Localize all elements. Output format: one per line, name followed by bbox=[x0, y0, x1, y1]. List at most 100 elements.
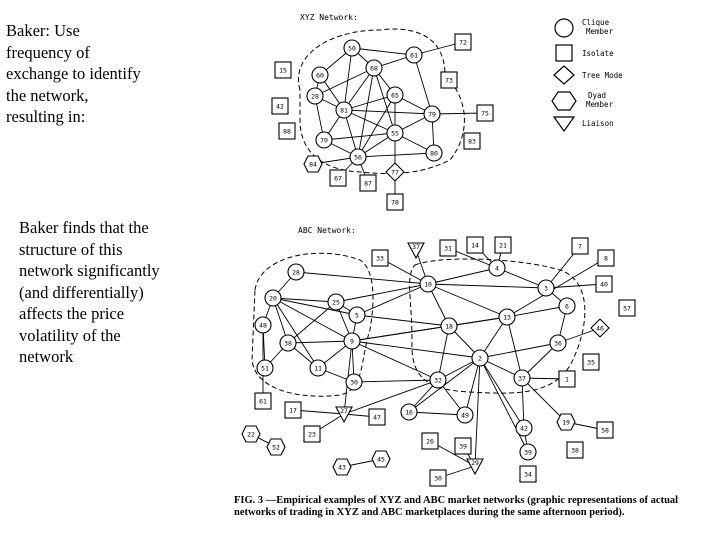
xyz-node-label: 73 bbox=[445, 77, 453, 85]
abc-node-circle: 51 bbox=[256, 359, 274, 377]
abc-node-circle: 39 bbox=[519, 443, 537, 461]
xyz-edge bbox=[314, 67, 375, 97]
finding-line: network significantly bbox=[19, 261, 160, 280]
abc-node-shape bbox=[284, 401, 302, 419]
legend-square-icon bbox=[555, 44, 573, 62]
xyz-edge bbox=[431, 112, 486, 115]
abc-node-square: 57 bbox=[618, 299, 636, 317]
abc-node-shape bbox=[327, 293, 345, 311]
abc-node-shape bbox=[515, 419, 533, 437]
abc-node-label: 9 bbox=[350, 338, 354, 346]
abc-node-circle: 30 bbox=[345, 373, 363, 391]
abc-node-label: 39 bbox=[459, 443, 467, 451]
abc-node-shape bbox=[519, 443, 537, 461]
abc-node-hexagon: 19 bbox=[556, 413, 576, 431]
abc-node-label: 26 bbox=[426, 438, 434, 446]
xyz-edge bbox=[357, 152, 435, 158]
abc-node-label: 22 bbox=[247, 431, 255, 439]
abc-node-shape bbox=[419, 275, 437, 293]
xyz-node-circle: 79 bbox=[423, 105, 441, 123]
xyz-node-shape bbox=[423, 105, 441, 123]
xyz-node-label: 84 bbox=[309, 161, 317, 169]
abc-node-label: 43 bbox=[338, 464, 346, 472]
abc-node-circle: 9 bbox=[343, 332, 361, 350]
abc-edge bbox=[343, 379, 439, 415]
abc-node-square: 38 bbox=[566, 441, 584, 459]
xyz-node-shape bbox=[306, 87, 324, 105]
abc-node-circle: 37 bbox=[513, 369, 531, 387]
abc-node-label: 8 bbox=[604, 255, 608, 263]
abc-node-label: 23 bbox=[308, 431, 316, 439]
abc-node-shape bbox=[303, 425, 321, 443]
abc-node-shape bbox=[596, 421, 614, 439]
abc-node-label: 35 bbox=[587, 359, 595, 367]
xyz-edge bbox=[343, 47, 353, 111]
abc-node-label: 47 bbox=[373, 414, 381, 422]
xyz-node-shape bbox=[329, 169, 347, 187]
abc-node-label: 18 bbox=[445, 323, 453, 331]
abc-node-square: 7 bbox=[571, 237, 589, 255]
abc-node-shape bbox=[549, 334, 567, 352]
xyz-node-label: 28 bbox=[311, 93, 319, 101]
xyz-node-label: 79 bbox=[428, 111, 436, 119]
abc-node-label: 11 bbox=[314, 365, 322, 373]
abc-node-circle: 48 bbox=[254, 316, 272, 334]
abc-edge bbox=[437, 325, 450, 381]
abc-edge bbox=[353, 379, 439, 383]
abc-edge bbox=[356, 314, 450, 327]
abc-node-circle: 42 bbox=[515, 419, 533, 437]
abc-node-label: 31 bbox=[444, 245, 452, 253]
xyz-node-hexagon: 84 bbox=[303, 155, 323, 173]
xyz-node-circle: 61 bbox=[405, 46, 423, 64]
abc-edge bbox=[272, 297, 319, 369]
abc-edge bbox=[464, 357, 481, 416]
xyz-node-shape bbox=[476, 104, 494, 122]
xyz-node-circle: 56 bbox=[349, 148, 367, 166]
xyz-node-circle: 65 bbox=[386, 86, 404, 104]
abc-node-label: 20 bbox=[269, 295, 277, 303]
abc-node-label: 49 bbox=[461, 412, 469, 420]
xyz-node-circle: 68 bbox=[365, 59, 383, 77]
abc-node-circle: 38 bbox=[279, 334, 297, 352]
abc-edge bbox=[427, 267, 498, 285]
abc-node-circle: 6 bbox=[558, 297, 576, 315]
abc-node-label: 38 bbox=[571, 447, 579, 455]
xyz-node-label: 42 bbox=[276, 103, 284, 111]
abc-node-circle: 10 bbox=[419, 275, 437, 293]
abc-node-shape bbox=[513, 369, 531, 387]
abc-node-shape bbox=[371, 249, 389, 267]
abc-node-shape bbox=[582, 353, 600, 371]
legend-diamond-icon bbox=[553, 65, 575, 85]
abc-node-shape bbox=[454, 437, 472, 455]
abc-node-label: 2 bbox=[478, 355, 482, 363]
xyz-node-circle: 55 bbox=[386, 124, 404, 142]
xyz-node-label: 70 bbox=[320, 137, 328, 145]
abc-node-square: 1 bbox=[558, 370, 576, 388]
xyz-node-circle: 81 bbox=[335, 101, 353, 119]
abc-edge bbox=[408, 411, 466, 416]
xyz-node-square: 42 bbox=[271, 97, 289, 115]
xyz-node-label: 56 bbox=[354, 154, 362, 162]
abc-node-shape bbox=[332, 458, 352, 476]
abc-node-label: 32 bbox=[434, 377, 442, 385]
abc-edge bbox=[427, 283, 508, 318]
abc-node-circle: 2 bbox=[471, 349, 489, 367]
abc-node-label: 37 bbox=[518, 375, 526, 383]
xyz-node-square: 15 bbox=[274, 61, 292, 79]
abc-node-circle: 20 bbox=[264, 289, 282, 307]
abc-node-label: 7 bbox=[578, 243, 582, 251]
legend-hexagon-icon bbox=[551, 91, 577, 111]
legend-label: Member bbox=[586, 100, 614, 109]
xyz-edge bbox=[413, 54, 433, 115]
abc-node-shape bbox=[558, 297, 576, 315]
abc-node-circle: 36 bbox=[549, 334, 567, 352]
abc-node-circle: 18 bbox=[440, 317, 458, 335]
abc-node-shape bbox=[439, 239, 457, 257]
xyz-node-shape bbox=[303, 155, 323, 173]
abc-node-label: 28 bbox=[292, 269, 300, 277]
abc-node-label: 1 bbox=[565, 376, 569, 384]
abc-node-square: 39 bbox=[454, 437, 472, 455]
abc-node-shape bbox=[279, 334, 297, 352]
xyz-node-shape bbox=[440, 71, 458, 89]
